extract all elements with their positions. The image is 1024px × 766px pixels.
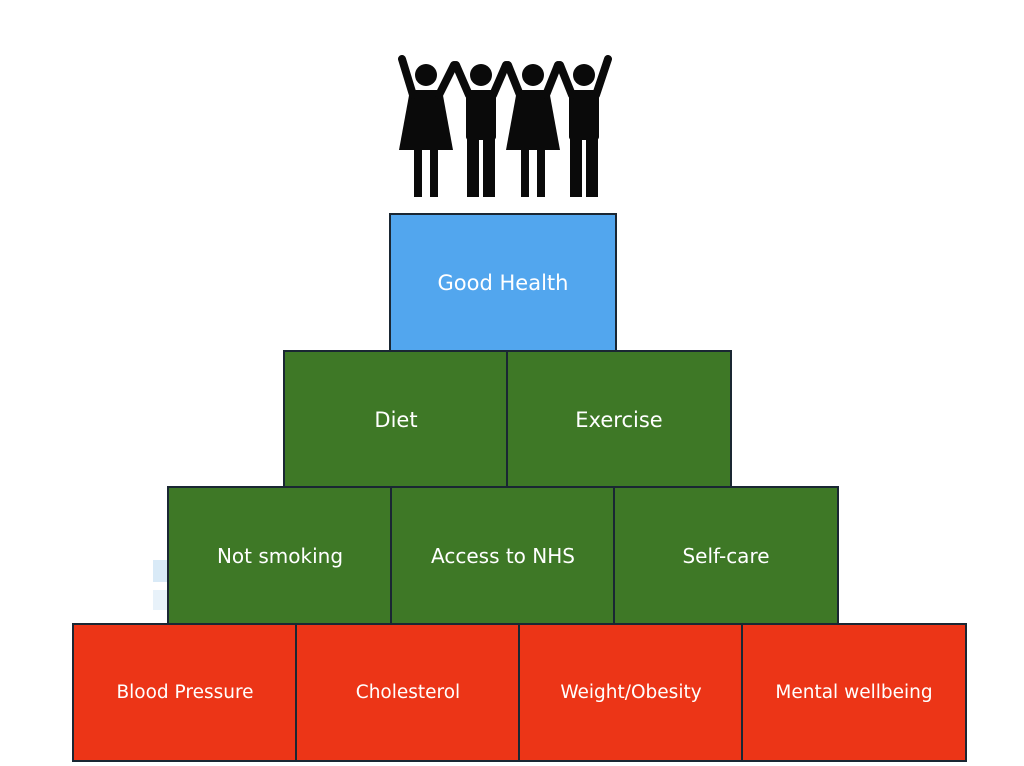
self-care-block: Self-care	[613, 486, 839, 625]
block-label: Cholesterol	[355, 682, 461, 703]
background-artifact	[153, 590, 167, 610]
weight-obesity-block: Weight/Obesity	[518, 623, 744, 762]
person-dress-icon	[504, 61, 562, 197]
diet-block: Diet	[283, 350, 509, 489]
cholesterol-block: Cholesterol	[295, 623, 521, 762]
person-trousers-icon	[452, 61, 510, 197]
people-celebrating-icon	[398, 55, 612, 197]
background-artifact	[153, 560, 167, 582]
person-dress-icon	[398, 55, 458, 197]
access-to-nhs-block: Access to NHS	[390, 486, 616, 625]
block-label: Diet	[374, 407, 418, 432]
block-label: Blood Pressure	[116, 682, 254, 703]
good-health-block: Good Health	[389, 213, 617, 352]
block-label: Good Health	[437, 270, 569, 295]
person-trousers-icon	[556, 55, 612, 197]
not-smoking-block: Not smoking	[167, 486, 393, 625]
block-label: Mental wellbeing	[775, 682, 933, 703]
block-label: Exercise	[575, 407, 663, 432]
block-label: Not smoking	[216, 543, 344, 568]
exercise-block: Exercise	[506, 350, 732, 489]
block-label: Access to NHS	[431, 543, 575, 568]
block-label: Self-care	[682, 543, 770, 568]
mental-wellbeing-block: Mental wellbeing	[741, 623, 967, 762]
blood-pressure-block: Blood Pressure	[72, 623, 298, 762]
block-label: Weight/Obesity	[560, 682, 702, 703]
